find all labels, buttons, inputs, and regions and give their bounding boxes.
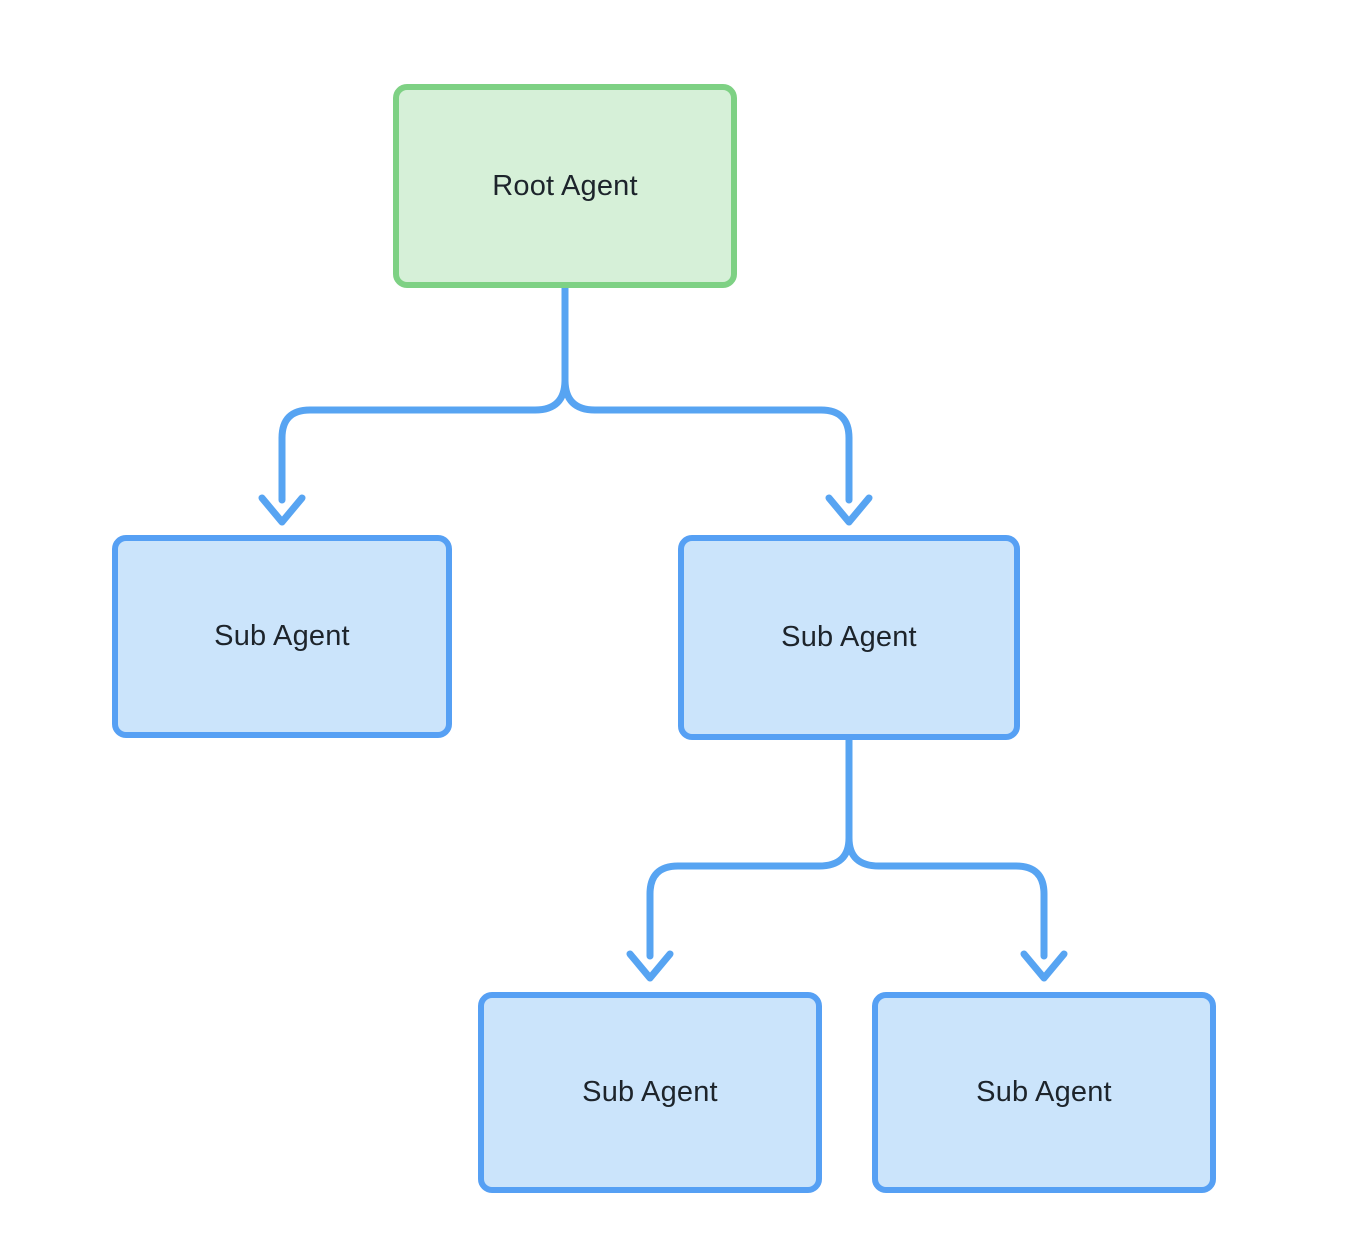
edge-root-to-sub-left [258, 284, 569, 526]
sub-agent-bottom-left-label: Sub Agent [582, 1076, 718, 1108]
sub-agent-bottom-right-node: Sub Agent [872, 992, 1216, 1193]
sub-agent-left-label: Sub Agent [214, 620, 350, 652]
root-agent-node: Root Agent [393, 84, 737, 288]
edge-root-to-sub-middle [561, 284, 873, 526]
sub-agent-middle-label: Sub Agent [781, 621, 917, 653]
sub-agent-middle-node: Sub Agent [678, 535, 1020, 740]
sub-agent-bottom-right-label: Sub Agent [976, 1076, 1112, 1108]
edge-sub-middle-to-sub-bottom-left [626, 736, 853, 982]
root-agent-label: Root Agent [492, 169, 638, 202]
edge-sub-middle-to-sub-bottom-right [845, 736, 1068, 982]
sub-agent-bottom-left-node: Sub Agent [478, 992, 822, 1193]
sub-agent-left-node: Sub Agent [112, 535, 452, 738]
